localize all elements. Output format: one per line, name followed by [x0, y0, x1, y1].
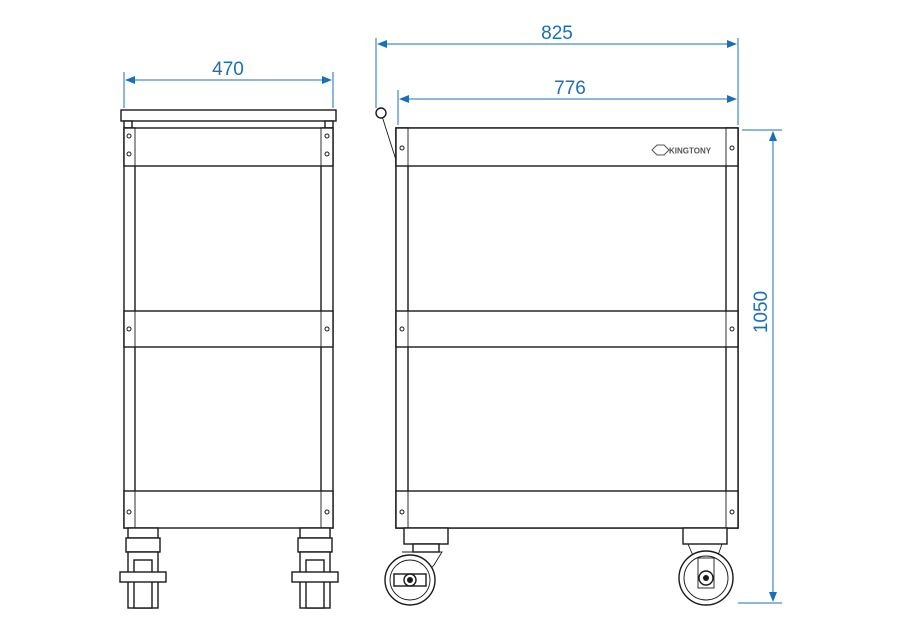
- side-caster-right: [291, 527, 339, 609]
- dimension-470: 470: [123, 59, 334, 108]
- dimension-label-width: 470: [212, 59, 244, 80]
- dimension-825: 825: [375, 23, 739, 125]
- dimension-label-body-length: 776: [554, 78, 586, 99]
- dimension-label-overall-length: 825: [541, 23, 573, 44]
- top-band: [123, 127, 334, 167]
- dimension-1050: 1050: [738, 129, 782, 604]
- side-caster-left: [119, 527, 167, 609]
- handle-knob: [375, 107, 387, 119]
- top-plate: [120, 109, 337, 122]
- top-band: [395, 127, 739, 167]
- dimension-776: 776: [397, 78, 737, 125]
- front-caster-left: [384, 527, 449, 606]
- front-view: KINGTONY: [375, 107, 739, 606]
- brand-logo: KINGTONY: [651, 144, 712, 156]
- bottom-band: [123, 490, 334, 529]
- svg-text:KINGTONY: KINGTONY: [669, 147, 712, 156]
- bottom-band: [395, 490, 739, 529]
- front-caster-right: [678, 527, 734, 606]
- middle-band: [123, 310, 334, 348]
- dimension-label-height: 1050: [751, 291, 772, 333]
- handle: [380, 112, 397, 161]
- middle-band: [395, 310, 739, 348]
- side-view: [119, 109, 339, 609]
